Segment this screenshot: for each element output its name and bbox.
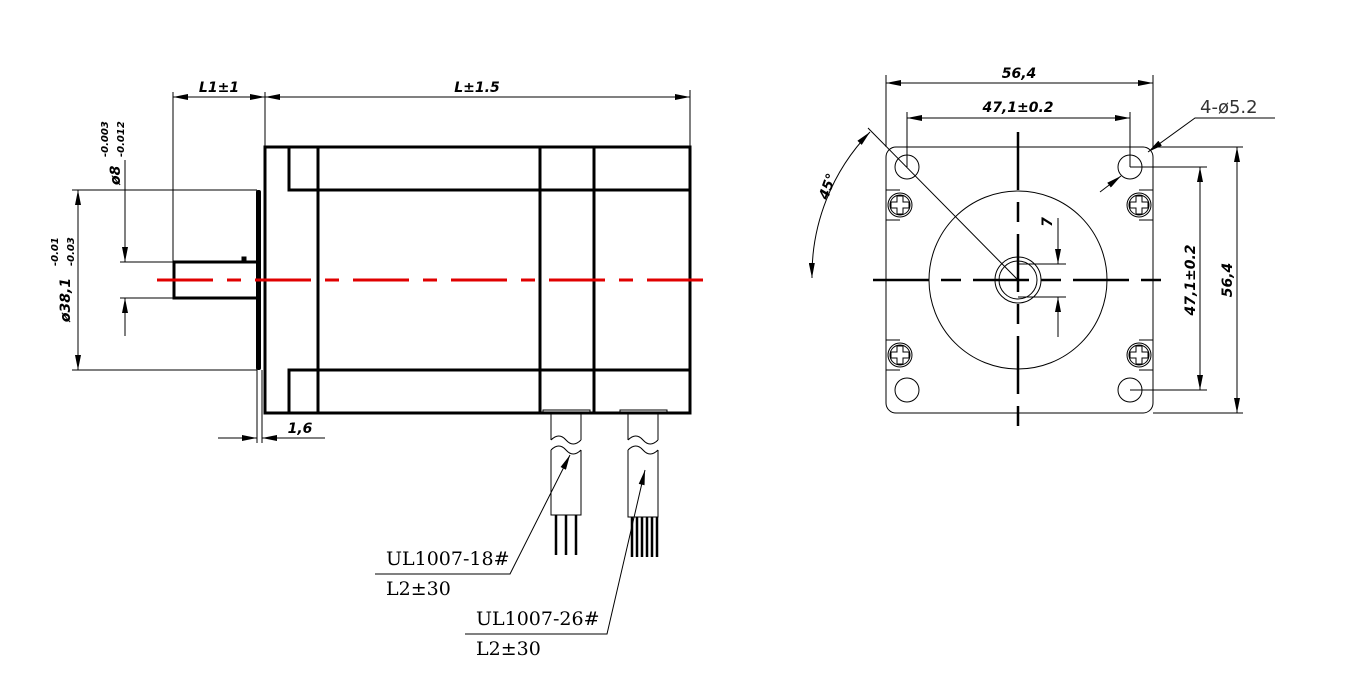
dim-width: 56,4 (1002, 66, 1037, 82)
cable-spec-1: UL1007-18# (386, 548, 510, 570)
dim-pilot-tol-lower: -0.03 (66, 237, 77, 266)
dim-shaft-dia: ø8 (108, 165, 124, 186)
shaft (172, 256, 257, 300)
cable-length-1: L2±30 (386, 578, 451, 600)
dim-pilot-tol-upper: -0.01 (50, 237, 61, 266)
motor-body (263, 145, 692, 415)
dim-height: 56,4 (1220, 263, 1236, 298)
dim-l1: L1±1 (199, 80, 239, 96)
cable-length-2: L2±30 (476, 638, 541, 660)
cable-spec-2: UL1007-26# (476, 608, 600, 630)
cable-power (542, 409, 591, 555)
side-view: L1±1 L±1.5 ø38,1 -0.01 -0.03 ø8 -0.003 -… (50, 80, 712, 660)
dim-flange-thickness: 1,6 (288, 421, 313, 437)
front-view: 56,4 47,1±0.2 47,1±0.2 56,4 4-ø5.2 45° 7 (808, 66, 1275, 426)
dim-pilot-dia: ø38,1 (58, 278, 74, 323)
dim-l: L±1.5 (454, 80, 500, 96)
dim-hole-spacing-v: 47,1±0.2 (1183, 244, 1199, 316)
cable-encoder (619, 409, 668, 557)
dim-hole-spacing-h: 47,1±0.2 (981, 100, 1053, 116)
screw-icons (886, 189, 1153, 371)
dim-angle: 45° (816, 171, 840, 202)
dim-shaft-flat: 7 (1040, 217, 1056, 227)
dim-shaft-tol-upper: -0.003 (100, 121, 111, 157)
dim-holes: 4-ø5.2 (1200, 97, 1258, 118)
dim-shaft-tol-lower: -0.012 (116, 121, 127, 157)
screw-icon (887, 192, 913, 218)
